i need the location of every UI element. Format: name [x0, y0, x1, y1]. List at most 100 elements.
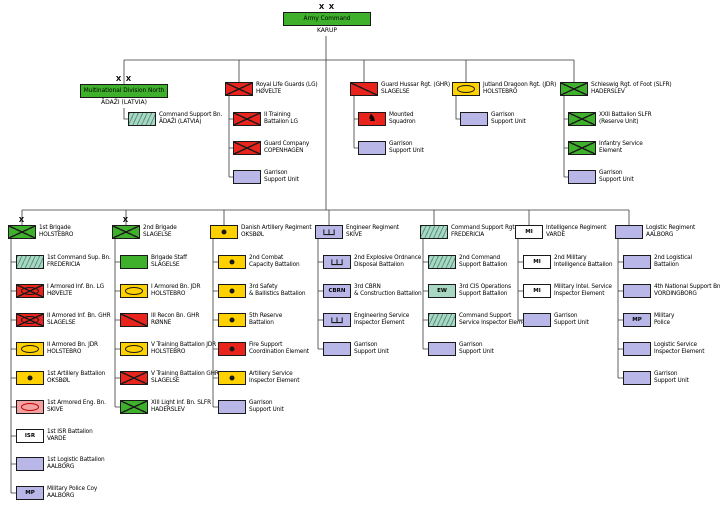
garrison-support-icon	[428, 342, 456, 356]
engineer-glyph	[331, 259, 343, 266]
unit-name: Logistic Regiment	[646, 225, 696, 231]
military-police-icon: MP	[623, 313, 651, 327]
unit-label: 3rd CBRN& Construction Battalion	[354, 284, 422, 298]
unit-name: Engineer Regiment	[346, 225, 399, 231]
unit-name: Guard Hussar Rgt. (GHR)	[381, 82, 450, 88]
unit-location: Disposal Battalion	[354, 262, 404, 268]
unit-location: VARDE	[546, 232, 565, 238]
unit-royal-life-guards: Royal Life Guards (LG)HØVELTE	[225, 82, 318, 96]
cavalry-icon	[350, 82, 378, 96]
infantry-icon	[560, 82, 588, 96]
unit-location: Battalion	[249, 320, 274, 326]
cbrn-icon: CBRN	[323, 284, 351, 298]
infantry-icon	[120, 400, 148, 414]
artillery-icon	[210, 225, 238, 239]
unit-location: KARUP	[316, 27, 338, 34]
logistic-icon	[623, 284, 651, 298]
unit-xxii-battalion-slfr: XXII Battalion SLFR(Reserve Unit)	[568, 112, 652, 126]
command-support-icon	[16, 255, 44, 269]
infantry-icon	[112, 225, 140, 239]
icon-text: MI	[533, 288, 541, 294]
unit-name: Artillery Service	[249, 371, 293, 377]
unit-name: 1st Logistic Battalion	[47, 457, 105, 463]
unit-name: Garrison	[389, 141, 413, 147]
unit-schleswig-regiment-of-foot: Schleswig Rgt. of Foot (SLFR)HADERSLEV	[560, 82, 672, 96]
unit-name: Garrison	[654, 371, 678, 377]
unit-label: Royal Life Guards (LG)HØVELTE	[256, 82, 318, 96]
unit-name: II Training	[264, 112, 291, 118]
unit-location: HOLSTEBRO	[151, 291, 186, 297]
unit-jutland-dragoon-regiment: Jutland Dragoon Rgt. (JDR)HOLSTEBRO	[452, 82, 556, 96]
unit-location: FREDERICIA	[47, 262, 81, 268]
unit-name: XIII Light Inf. Bn. SLFR	[151, 400, 211, 406]
unit-3rd-cbrn-construction-battalion: CBRN 3rd CBRN& Construction Battalion	[323, 284, 422, 298]
horse-icon: ♞	[367, 113, 377, 124]
unit-name: II Armored Bn. JDR	[47, 342, 98, 348]
icon-text: MI	[533, 259, 541, 265]
unit-name: 3rd CBRN	[354, 284, 381, 290]
unit-location: Inspector Element	[554, 291, 605, 297]
unit-name: Garrison	[249, 400, 273, 406]
unit-name: 2nd Explosive Ordnance	[354, 255, 422, 261]
artillery-icon	[218, 342, 246, 356]
unit-name: 1st ISR Battalion	[47, 429, 93, 435]
unit-name: I Armored Bn. JDR	[151, 284, 201, 290]
unit-location: SKIVE	[346, 232, 363, 238]
unit-location: ĀDAŽI (LATVIA)	[159, 119, 202, 125]
mounted-cavalry-icon: ♞	[358, 112, 386, 126]
isr-icon: ISR	[16, 429, 44, 443]
unit-label: XXII Battalion SLFR(Reserve Unit)	[599, 112, 652, 126]
unit-location: HADERSLEV	[591, 89, 625, 95]
unit-location: Battalion LG	[264, 119, 298, 125]
unit-location: Inspector Element	[354, 320, 405, 326]
unit-guard-hussar-regiment: Guard Hussar Rgt. (GHR)SLAGELSE	[350, 82, 450, 96]
unit-location: HØVELTE	[47, 291, 73, 297]
unit-name: Schleswig Rgt. of Foot (SLFR)	[591, 82, 672, 88]
command-support-icon	[128, 112, 156, 126]
icon-text: CBRN	[328, 288, 346, 294]
unit-location: VARDE	[47, 436, 66, 442]
unit-location: OKSBØL	[241, 232, 264, 238]
logistic-icon	[623, 342, 651, 356]
unit-name: 2nd Combat	[249, 255, 284, 261]
unit-location: Support Unit	[459, 349, 494, 355]
unit-location: SKIVE	[47, 407, 64, 413]
unit-location: Support Battalion	[459, 291, 508, 297]
unit-location: OKSBØL	[47, 378, 70, 384]
unit-name: 2nd Command	[459, 255, 501, 261]
unit-location: SLAGELSE	[151, 378, 180, 384]
garrison-support-icon	[358, 141, 386, 155]
armored-infantry-icon	[16, 313, 44, 327]
unit-name: Military Intel. Service	[554, 284, 612, 290]
unit-location: Support Unit	[354, 349, 389, 355]
garrison-support-icon	[523, 313, 551, 327]
unit-name: Guard Company	[264, 141, 310, 147]
unit-location: Element	[599, 148, 622, 154]
unit-1st-command-support-bn: 1st Command Sup. Bn.FREDERICIA	[16, 255, 111, 269]
unit-location: SLAGELSE	[143, 232, 172, 238]
icon-text: EW	[437, 288, 447, 294]
unit-label: Command Support Rgt.FREDERICIA	[451, 225, 516, 239]
